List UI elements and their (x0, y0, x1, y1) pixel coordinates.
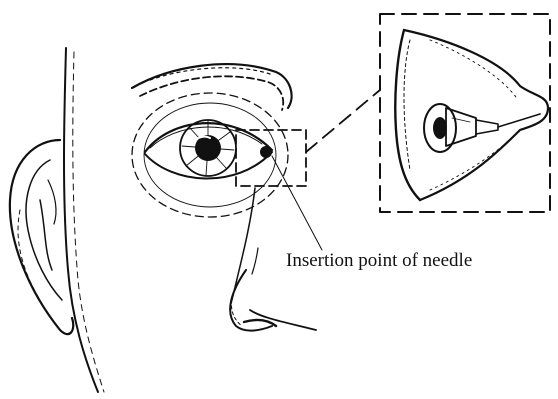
nose-icon (230, 270, 316, 331)
magnified-inset-icon (380, 14, 550, 212)
eye-icon (145, 120, 272, 179)
needle-insertion-caption: Insertion point of needle (286, 250, 472, 272)
face-icon (64, 48, 258, 392)
